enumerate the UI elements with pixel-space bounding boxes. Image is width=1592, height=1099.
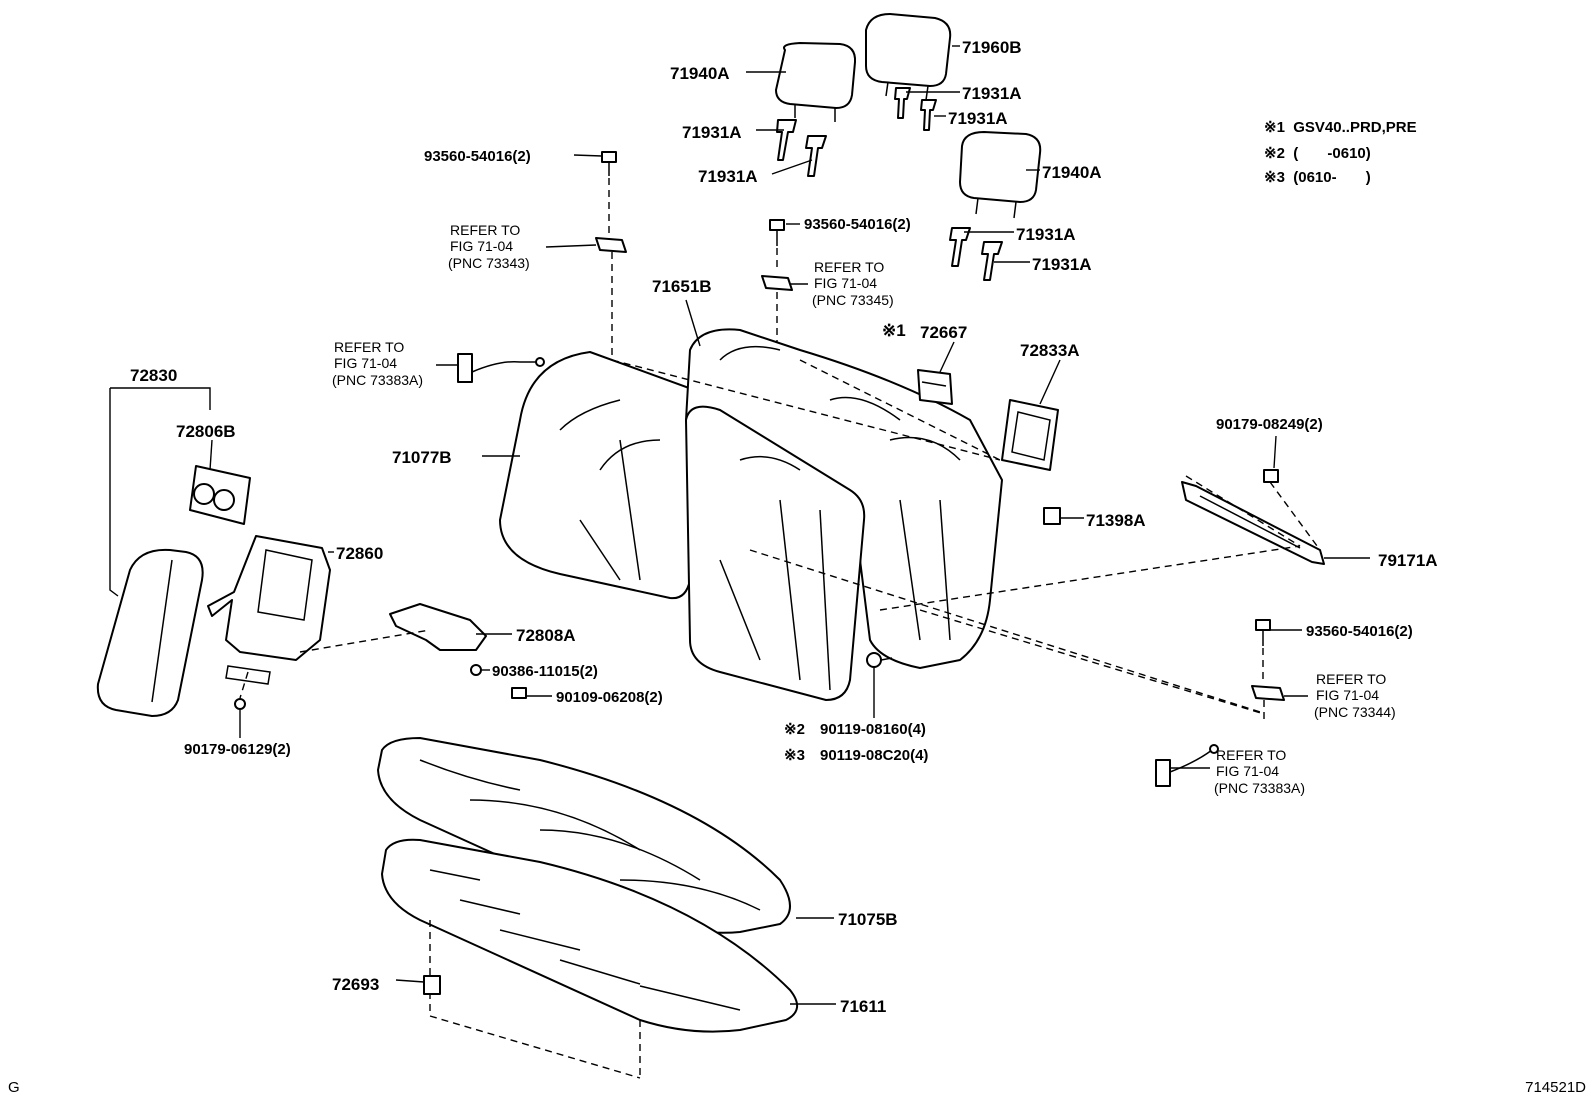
part-72833A [1001, 399, 1059, 471]
svg-text:(PNC 73383A): (PNC 73383A) [332, 372, 423, 388]
label-72860: 72860 [336, 544, 383, 563]
svg-text:REFER TO: REFER TO [334, 339, 404, 355]
bolt-right [1255, 619, 1271, 680]
wire-harness-right [1155, 744, 1219, 787]
ref-73344: REFER TO FIG 71-04 (PNC 73344) [1314, 671, 1396, 720]
label-93560-mid: 93560-54016(2) [804, 216, 911, 233]
label-71931A-a: 71931A [962, 84, 1022, 103]
svg-text:FIG 71-04: FIG 71-04 [450, 238, 513, 254]
label-90119-08C20: 90119-08C20(4) [820, 747, 928, 764]
label-71931A-b: 71931A [948, 109, 1008, 128]
label-71611: 71611 [840, 997, 886, 1016]
label-71931A-c: 71931A [682, 123, 742, 142]
part-72806B [189, 465, 251, 525]
rail-79171A [1181, 475, 1325, 565]
headrest-71940A-right [959, 131, 1042, 219]
label-71075B: 71075B [838, 910, 898, 929]
label-72693: 72693 [332, 975, 379, 994]
svg-text:REFER TO: REFER TO [1216, 747, 1286, 763]
svg-text:REFER TO: REFER TO [450, 222, 520, 238]
label-90109: 90109-06208(2) [556, 689, 663, 706]
ref-73345: REFER TO FIG 71-04 (PNC 73345) [812, 259, 894, 308]
screws-left [234, 664, 527, 710]
note-2: ※2 ( -0610) [1264, 145, 1371, 162]
svg-text:FIG 71-04: FIG 71-04 [1216, 763, 1279, 779]
svg-text:(PNC 73345): (PNC 73345) [812, 292, 894, 308]
headrest-71940A-left [775, 42, 857, 122]
cushion-71075B [377, 737, 791, 934]
label-93560-top: 93560-54016(2) [424, 148, 531, 165]
label-71077B: 71077B [392, 448, 452, 467]
label-72833A: 72833A [1020, 341, 1080, 360]
note-1: ※1 GSV40..PRD,PRE [1264, 119, 1417, 136]
label-72830: 72830 [130, 366, 177, 385]
leader-lines [109, 45, 1370, 1005]
label-71960B: 71960B [962, 38, 1022, 57]
headrest-71960B [865, 13, 952, 101]
seatback-center [685, 405, 866, 701]
svg-text:REFER TO: REFER TO [1316, 671, 1386, 687]
label-71940A-right: 71940A [1042, 163, 1102, 182]
label-79171A: 79171A [1378, 551, 1438, 570]
label-71931A-d: 71931A [698, 167, 758, 186]
frame-72860 [207, 535, 331, 685]
corner-left-label: G [8, 1079, 20, 1096]
bracket-73344 [1251, 685, 1285, 720]
mark-3: ※3 [784, 747, 805, 764]
corner-right-label: 714521D [1525, 1079, 1586, 1096]
mark-1-72667: ※1 [882, 321, 906, 340]
svg-text:FIG 71-04: FIG 71-04 [814, 275, 877, 291]
ref-73383A-left: REFER TO FIG 71-04 (PNC 73383A) [332, 339, 423, 388]
part-71398A [1043, 507, 1061, 525]
label-90179-08249: 90179-08249(2) [1216, 416, 1323, 433]
note-3: ※3 (0610- ) [1264, 169, 1371, 186]
svg-text:(PNC 73383A): (PNC 73383A) [1214, 780, 1305, 796]
label-93560-right: 93560-54016(2) [1306, 623, 1413, 640]
bracket-72808A [389, 603, 487, 651]
wire-harness-left [457, 353, 545, 383]
svg-text:FIG 71-04: FIG 71-04 [1316, 687, 1379, 703]
label-72667: 72667 [920, 323, 967, 342]
bolt-top-left [601, 151, 617, 240]
bracket-73343 [595, 237, 627, 360]
pad-71611 [381, 838, 798, 1033]
ref-73343: REFER TO FIG 71-04 (PNC 73343) [448, 222, 530, 271]
label-71651B: 71651B [652, 277, 712, 296]
svg-text:(PNC 73343): (PNC 73343) [448, 255, 530, 271]
svg-text:REFER TO: REFER TO [814, 259, 884, 275]
ref-73383A-right: REFER TO FIG 71-04 (PNC 73383A) [1214, 747, 1305, 796]
seatback-71077B [499, 351, 714, 600]
label-71931A-e: 71931A [1016, 225, 1076, 244]
label-72808A: 72808A [516, 626, 576, 645]
label-72806B: 72806B [176, 422, 236, 441]
svg-text:FIG 71-04: FIG 71-04 [334, 355, 397, 371]
label-90119-08160: 90119-08160(4) [820, 721, 926, 738]
part-72667 [917, 369, 953, 405]
label-71940A-top: 71940A [670, 64, 730, 83]
armrest-72830 [96, 548, 204, 717]
mark-2: ※2 [784, 721, 805, 738]
label-71398A: 71398A [1086, 511, 1146, 530]
clip-90179-08249 [1263, 469, 1321, 551]
svg-text:(PNC 73344): (PNC 73344) [1314, 704, 1396, 720]
label-71931A-f: 71931A [1032, 255, 1092, 274]
bolt-top-mid [769, 219, 785, 272]
clip-72693 [423, 975, 441, 995]
label-90386: 90386-11015(2) [492, 663, 598, 680]
label-90179-06129: 90179-06129(2) [184, 741, 291, 758]
